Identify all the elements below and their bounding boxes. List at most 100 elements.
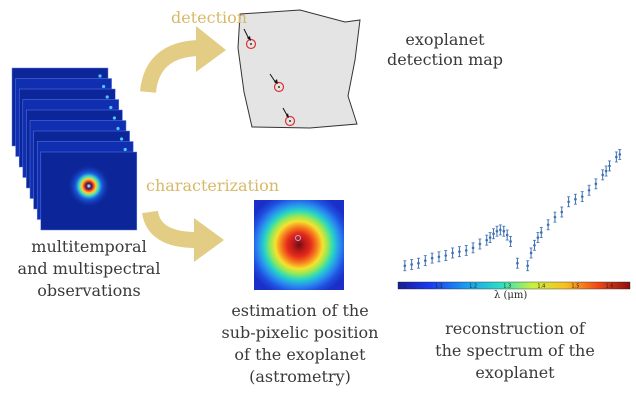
spectrum-point bbox=[529, 247, 533, 259]
star-psf bbox=[66, 164, 111, 208]
frame-speckle bbox=[105, 95, 109, 99]
astrometry-caption: estimation of the sub-pixelic position o… bbox=[212, 300, 388, 388]
frame-speckle bbox=[112, 116, 116, 120]
point-marker bbox=[533, 243, 536, 247]
point-marker bbox=[536, 236, 540, 239]
point-marker bbox=[492, 232, 495, 236]
spectrum-point bbox=[601, 169, 605, 181]
spectrum-point bbox=[502, 225, 506, 237]
point-marker bbox=[553, 215, 557, 219]
caption-line: of the exoplanet bbox=[234, 345, 366, 364]
spectrum-points bbox=[403, 148, 622, 272]
spectrum-point bbox=[526, 260, 530, 272]
characterization-arrow bbox=[142, 210, 224, 262]
point-marker bbox=[529, 251, 533, 255]
point-marker bbox=[423, 259, 427, 262]
spectrum-point bbox=[567, 196, 571, 208]
spectrum-point bbox=[539, 227, 543, 238]
point-marker bbox=[594, 182, 598, 186]
caption-line: (astrometry) bbox=[249, 367, 351, 386]
spectrum-point bbox=[608, 160, 612, 172]
colorbar-tick-label: 1.4 bbox=[537, 284, 545, 290]
point-marker bbox=[502, 229, 506, 233]
caption-line: and multispectral bbox=[17, 259, 161, 278]
point-marker bbox=[615, 155, 618, 159]
point-marker bbox=[587, 188, 591, 192]
spectrum-point bbox=[451, 247, 455, 259]
spectrum-point bbox=[416, 257, 420, 269]
spectrum-point bbox=[560, 206, 564, 218]
caption-line: sub-pixelic position bbox=[221, 323, 379, 342]
point-marker bbox=[505, 233, 509, 237]
point-marker bbox=[471, 246, 475, 250]
point-marker bbox=[485, 238, 489, 242]
astrometry-heatmap bbox=[254, 200, 344, 290]
caption-line: multitemporal bbox=[31, 237, 147, 256]
spectrum-point bbox=[509, 236, 513, 247]
spectrum-caption: reconstruction of the spectrum of the ex… bbox=[420, 318, 610, 384]
observations-caption: multitemporal and multispectral observat… bbox=[4, 236, 174, 302]
spectrum-point bbox=[464, 244, 468, 256]
point-marker bbox=[516, 261, 519, 265]
colorbar-tick-label: 1.6 bbox=[606, 284, 614, 290]
spectrum-point bbox=[423, 255, 427, 267]
point-marker bbox=[567, 200, 570, 204]
point-marker bbox=[546, 223, 550, 227]
spectrum-point bbox=[437, 251, 441, 263]
wavelength-colorbar bbox=[397, 281, 631, 290]
spectrum-point bbox=[604, 165, 608, 177]
detection-marker-3 bbox=[282, 107, 296, 127]
point-marker bbox=[499, 228, 502, 232]
point-marker bbox=[618, 153, 622, 156]
spectrum-point bbox=[580, 191, 584, 203]
frame-speckle bbox=[116, 126, 120, 131]
point-marker bbox=[580, 195, 584, 198]
point-marker bbox=[478, 242, 482, 246]
spectrum-point bbox=[587, 184, 591, 196]
spectrum-point bbox=[536, 232, 540, 244]
point-marker bbox=[451, 251, 454, 255]
spectrum-point bbox=[505, 229, 509, 241]
detection-map bbox=[237, 9, 361, 129]
spectrum-x-axis-label: λ (μm) bbox=[494, 290, 528, 301]
point-marker bbox=[417, 261, 420, 265]
point-marker bbox=[488, 236, 492, 239]
point-marker bbox=[608, 164, 611, 168]
colorbar-tick-label: 1.3 bbox=[503, 284, 511, 290]
point-marker bbox=[437, 255, 441, 259]
spectrum-point bbox=[618, 148, 622, 160]
colorbar-tick-label: 1 bbox=[403, 284, 406, 290]
spectrum-point bbox=[403, 260, 407, 272]
caption-line: detection map bbox=[386, 50, 504, 69]
spectrum-point bbox=[614, 151, 618, 163]
spectrum-point bbox=[471, 242, 475, 254]
observation-cube-stack bbox=[11, 67, 138, 231]
characterization-label: characterization bbox=[146, 176, 280, 195]
spectrum-point bbox=[430, 252, 434, 264]
point-marker bbox=[444, 254, 448, 257]
point-marker bbox=[604, 169, 608, 173]
spectrum-point bbox=[478, 238, 482, 250]
detection-arrow bbox=[140, 26, 226, 94]
point-marker bbox=[410, 263, 413, 266]
caption-line: the spectrum of the bbox=[435, 341, 595, 360]
spectrum-point bbox=[532, 239, 536, 251]
detection-label: detection bbox=[171, 8, 248, 27]
spectrum-point bbox=[498, 224, 502, 236]
spectrum-point bbox=[485, 234, 489, 246]
point-marker bbox=[526, 264, 529, 268]
spectrum-point bbox=[444, 250, 448, 261]
spectrum-point bbox=[410, 259, 414, 270]
planet-position-marker bbox=[295, 235, 301, 241]
spectrum-point bbox=[594, 178, 598, 190]
point-marker bbox=[574, 197, 577, 201]
point-marker bbox=[495, 229, 499, 233]
spectrum-point bbox=[457, 246, 461, 258]
frame-speckle bbox=[120, 137, 124, 141]
caption-line: exoplanet bbox=[475, 363, 555, 382]
point-marker bbox=[458, 250, 461, 253]
frame-speckle bbox=[98, 74, 102, 78]
